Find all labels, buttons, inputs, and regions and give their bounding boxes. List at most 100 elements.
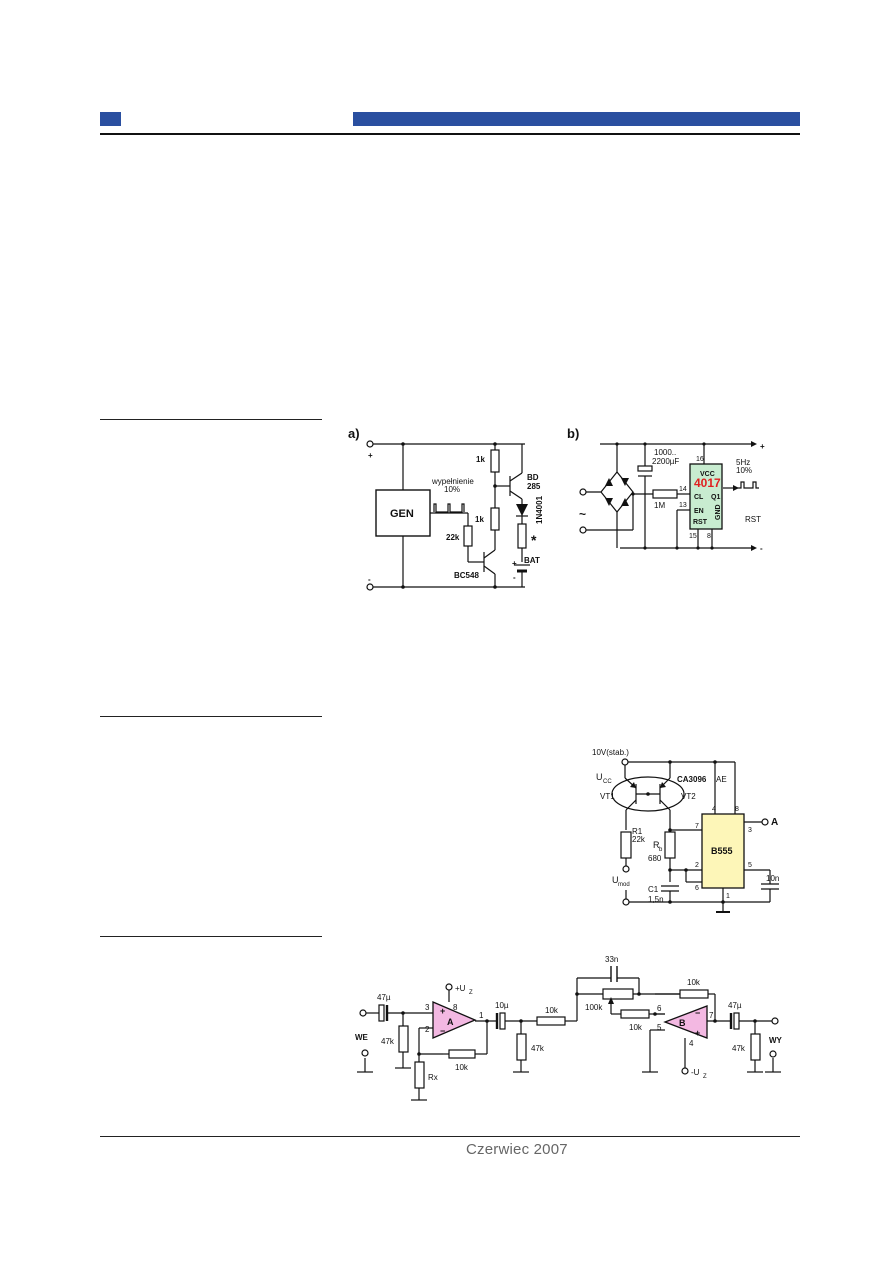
rx-label: Rx: [428, 1073, 438, 1082]
r-fb-top-label: 10k: [687, 978, 701, 987]
circuit-b-plus: +: [760, 442, 765, 451]
b-plus-sign: +: [695, 1028, 700, 1038]
a-plus-sign: +: [440, 1006, 445, 1016]
cap-value-2: 2200µF: [652, 457, 679, 466]
cap-value-1: 1000..: [654, 448, 676, 457]
circuit-c-diagram: 10V(stab.) U CC CA3096 AE VT1 VT2 R1 22k…: [592, 748, 779, 913]
r-in-b-label: 10k: [629, 1023, 643, 1032]
ic-b555-body: [701, 813, 745, 889]
header-right-bar: [353, 112, 800, 126]
footer-issue-date: Czerwiec 2007: [466, 1141, 568, 1158]
r-base-label: 22k: [446, 533, 460, 542]
bat-plus: +: [512, 559, 517, 568]
opamp-a-body: [432, 1001, 477, 1039]
opamp-a-label: A: [447, 1017, 454, 1027]
output-frequency: 5Hz: [736, 458, 750, 467]
ucc-label: U: [596, 772, 603, 782]
cap-in-label: 47µ: [377, 993, 391, 1002]
c-pin-5: 5: [748, 862, 752, 869]
pin-vcc: VCC: [700, 471, 715, 478]
circuit-a-diagram: a) + - GEN wypełnienie 10% 1k 1k 22k BC5…: [348, 426, 544, 591]
rb-label: R: [653, 840, 660, 850]
c1-value: 1,5n: [648, 895, 664, 904]
b-pin-6: 6: [657, 1004, 662, 1013]
array-label: CA3096: [677, 775, 707, 784]
circuit-b-minus: -: [760, 544, 763, 553]
r-fb-a-label: 10k: [455, 1063, 469, 1072]
b-pin-5: 5: [657, 1023, 662, 1032]
c-pin-7: 7: [695, 823, 699, 830]
b-pin-4: 4: [689, 1039, 694, 1048]
rst-output-label: RST: [745, 515, 761, 524]
ac-symbol: ~: [579, 507, 586, 521]
r-top-label: 1k: [476, 455, 485, 464]
pin-gnd: GND: [715, 504, 722, 520]
pin-16: 16: [696, 456, 704, 463]
rb-value: 680: [648, 854, 662, 863]
cap-mid-label: 10µ: [495, 1001, 509, 1010]
output-wy-label: WY: [769, 1036, 783, 1045]
duty-label: wypełnienie: [431, 477, 474, 486]
supply-label: 10V(stab.): [592, 748, 629, 757]
section-divider-2: [100, 716, 322, 717]
uz-minus-sub: Z: [703, 1074, 707, 1080]
circuit-d-diagram: WE WY 47µ 10µ 47µ 47k 47k 47k Rx +U Z -U…: [355, 955, 783, 1101]
r1-value: 22k: [632, 835, 646, 844]
pot-label: 100k: [585, 1003, 603, 1012]
input-we-label: WE: [355, 1033, 369, 1042]
c-pin-8: 8: [735, 806, 739, 813]
uz-plus-label: +U: [455, 984, 466, 993]
b-pin-7: 7: [709, 1011, 714, 1020]
pin-8: 8: [707, 533, 711, 540]
cap-10n-label: 10n: [766, 874, 779, 883]
bd-label: BD: [527, 473, 539, 482]
pin-cl: CL: [694, 494, 704, 501]
pin-rst: RST: [693, 519, 708, 526]
header-rule: [100, 133, 800, 135]
section-divider-1: [100, 419, 322, 420]
circuit-b-panel-label: b): [567, 426, 579, 441]
circuit-a-minus: -: [368, 575, 371, 584]
footer-rule: [100, 1136, 800, 1137]
r-mid-label-d: 47k: [531, 1044, 545, 1053]
pin-q1: Q1: [711, 494, 720, 501]
star-label: *: [531, 532, 537, 548]
ic-4017-label: 4017: [694, 476, 721, 490]
b-minus-sign: −: [695, 1008, 700, 1018]
diode-label: 1N4001: [535, 495, 544, 524]
a-pin-3: 3: [425, 1003, 430, 1012]
duty-value: 10%: [444, 485, 460, 494]
cap-out-label: 47µ: [728, 1001, 742, 1010]
r-out-label: 47k: [732, 1044, 746, 1053]
c-pin-1: 1: [726, 893, 730, 900]
c-pin-4: 4: [712, 806, 716, 813]
r1-label: R1: [632, 827, 643, 836]
pin-15: 15: [689, 533, 697, 540]
opamp-b-body: [663, 1005, 708, 1039]
bat-minus: -: [513, 573, 516, 582]
umod-label: U: [612, 875, 619, 885]
c-pin-3: 3: [748, 827, 752, 834]
ucc-subscript: CC: [603, 779, 612, 785]
circuit-a-panel-label: a): [348, 426, 360, 441]
resistor-1m-label: 1M: [654, 501, 665, 510]
r-in-label: 47k: [381, 1037, 395, 1046]
opamp-b-label: B: [679, 1018, 686, 1028]
b555-label: B555: [711, 846, 733, 856]
output-duty: 10%: [736, 466, 752, 475]
uz-plus-sub: Z: [469, 990, 473, 996]
pin-13: 13: [679, 502, 687, 509]
circuit-a-plus: +: [368, 451, 373, 460]
c-pin-2: 2: [695, 862, 699, 869]
gen-label: GEN: [390, 508, 414, 520]
header-left-block: [100, 112, 121, 126]
ic-4017-body: [689, 463, 723, 530]
battery-label: BAT: [524, 556, 540, 565]
uz-minus-label: -U: [691, 1068, 700, 1077]
rb-subscript: b: [659, 847, 663, 853]
ae-label: AE: [716, 775, 727, 784]
c1-label: C1: [648, 885, 659, 894]
cap-fb-label: 33n: [605, 955, 618, 964]
pin-14: 14: [679, 486, 687, 493]
a-pin-8: 8: [453, 1003, 458, 1012]
